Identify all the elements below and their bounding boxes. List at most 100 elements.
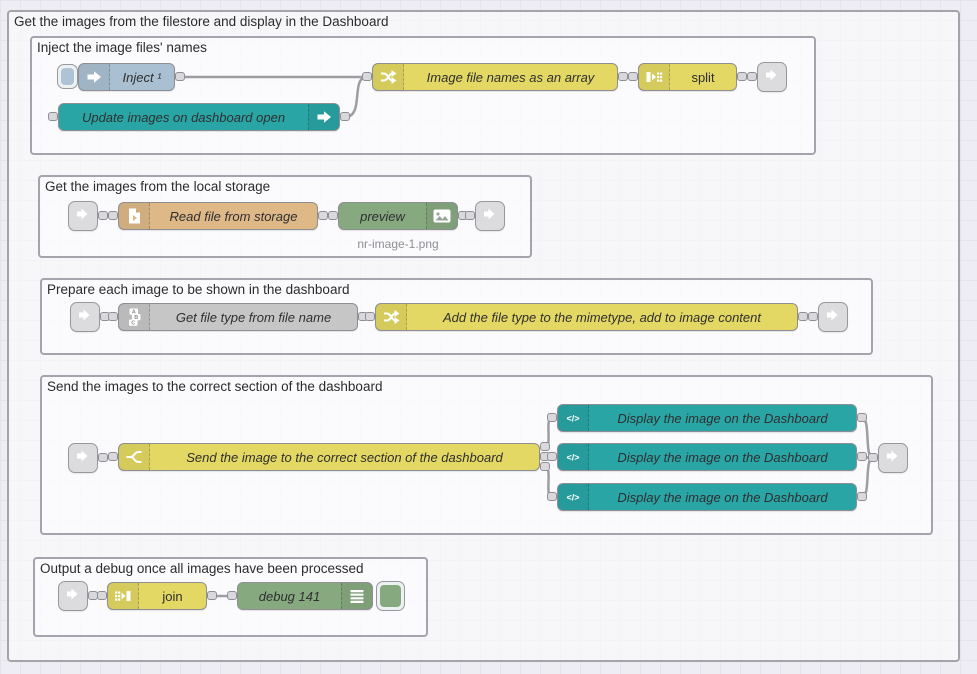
node-label: Display the image on the Dashboard: [617, 489, 828, 505]
inject-button-face: [61, 68, 74, 85]
node-label: Display the image on the Dashboard: [617, 410, 828, 426]
link-in-node[interactable]: [68, 443, 98, 473]
port[interactable]: [540, 462, 550, 471]
port[interactable]: [340, 112, 350, 121]
node-display-2[interactable]: </> Display the image on the Dashboard: [557, 443, 857, 471]
port[interactable]: [48, 112, 58, 121]
group-outer-label: Get the images from the filestore and di…: [14, 14, 389, 29]
node-join[interactable]: join: [107, 582, 207, 610]
node-filenames-array[interactable]: Image file names as an array: [372, 63, 618, 91]
port[interactable]: [868, 453, 878, 462]
link-in-node[interactable]: [68, 201, 98, 231]
port[interactable]: [547, 492, 557, 501]
inject-button[interactable]: [57, 64, 78, 89]
node-update-images[interactable]: Update images on dashboard open: [58, 103, 340, 131]
port[interactable]: [365, 312, 375, 321]
node-display-1[interactable]: </> Display the image on the Dashboard: [557, 404, 857, 432]
link-out-node[interactable]: [475, 201, 505, 231]
node-inject[interactable]: Inject ¹: [78, 63, 175, 91]
group-debug-label: Output a debug once all images have been…: [40, 561, 364, 576]
svg-text:</>: </>: [566, 414, 579, 424]
svg-text:B: B: [134, 315, 138, 321]
port[interactable]: [362, 72, 372, 81]
node-status: nr-image-1.png: [357, 237, 439, 251]
port[interactable]: [108, 452, 118, 461]
port[interactable]: [227, 591, 237, 600]
node-display-3[interactable]: </> Display the image on the Dashboard: [557, 483, 857, 511]
port[interactable]: [798, 312, 808, 321]
file-icon: [119, 203, 150, 229]
switch-icon: [119, 444, 150, 470]
port[interactable]: [808, 312, 818, 321]
node-label: Update images on dashboard open: [81, 109, 286, 125]
node-label: split: [691, 69, 715, 85]
node-label: Read file from storage: [169, 208, 298, 224]
link-out-icon: [884, 447, 902, 470]
join-icon: [108, 583, 139, 609]
port[interactable]: [628, 72, 638, 81]
node-label: Image file names as an array: [426, 69, 595, 85]
link-in-icon: [64, 585, 82, 608]
port[interactable]: [618, 72, 628, 81]
port[interactable]: [540, 442, 550, 451]
node-split[interactable]: split: [638, 63, 737, 91]
group-inject-label: Inject the image files' names: [37, 40, 207, 55]
port[interactable]: [98, 453, 108, 462]
group-inject[interactable]: Inject the image files' names: [30, 36, 816, 155]
port[interactable]: [747, 72, 757, 81]
node-switch-send[interactable]: Send the image to the correct section of…: [118, 443, 540, 471]
svg-text:C: C: [131, 321, 135, 326]
code-icon: </>: [558, 444, 589, 470]
debug-toggle-button[interactable]: [376, 581, 405, 611]
port[interactable]: [857, 413, 867, 422]
port[interactable]: [857, 492, 867, 501]
port[interactable]: [97, 591, 107, 600]
group-storage-label: Get the images from the local storage: [45, 179, 271, 194]
port[interactable]: [98, 211, 108, 220]
link-out-node[interactable]: [818, 302, 848, 332]
port[interactable]: [857, 452, 867, 461]
port[interactable]: [547, 413, 557, 422]
port[interactable]: [108, 312, 118, 321]
debug-toggle-face: [380, 585, 401, 607]
port[interactable]: [207, 591, 217, 600]
node-add-mimetype[interactable]: Add the file type to the mimetype, add t…: [375, 303, 798, 331]
svg-text:</>: </>: [566, 453, 579, 463]
node-preview[interactable]: preview: [338, 202, 458, 230]
link-out-node[interactable]: [757, 62, 787, 92]
node-label: Inject ¹: [122, 69, 162, 85]
node-label: preview: [360, 208, 405, 224]
link-in-node[interactable]: [58, 581, 88, 611]
port[interactable]: [108, 211, 118, 220]
node-label: join: [162, 588, 183, 604]
port[interactable]: [318, 211, 328, 220]
wire[interactable]: [343, 75, 369, 119]
arrow-right-icon: [79, 64, 110, 90]
port[interactable]: [175, 72, 185, 81]
link-out-icon: [824, 306, 842, 329]
code-icon: </>: [558, 484, 589, 510]
node-label: debug 141: [258, 588, 321, 604]
port[interactable]: [547, 452, 557, 461]
port[interactable]: [328, 211, 338, 220]
port[interactable]: [737, 72, 747, 81]
group-send-label: Send the images to the correct section o…: [47, 379, 383, 394]
node-read-file[interactable]: Read file from storage: [118, 202, 318, 230]
link-out-node[interactable]: [878, 443, 908, 473]
svg-text:A: A: [132, 310, 136, 316]
image-icon: [426, 203, 457, 229]
link-out-icon: [481, 205, 499, 228]
port[interactable]: [465, 211, 475, 220]
swap-icon: [376, 304, 407, 330]
link-out-icon: [763, 66, 781, 89]
list-icon: [341, 583, 372, 609]
node-label: Get file type from file name: [175, 309, 332, 325]
code-icon: </>: [558, 405, 589, 431]
node-debug-141[interactable]: debug 141: [237, 582, 373, 610]
node-label: Send the image to the correct section of…: [186, 449, 503, 465]
link-in-icon: [76, 306, 94, 329]
link-in-node[interactable]: [70, 302, 100, 332]
